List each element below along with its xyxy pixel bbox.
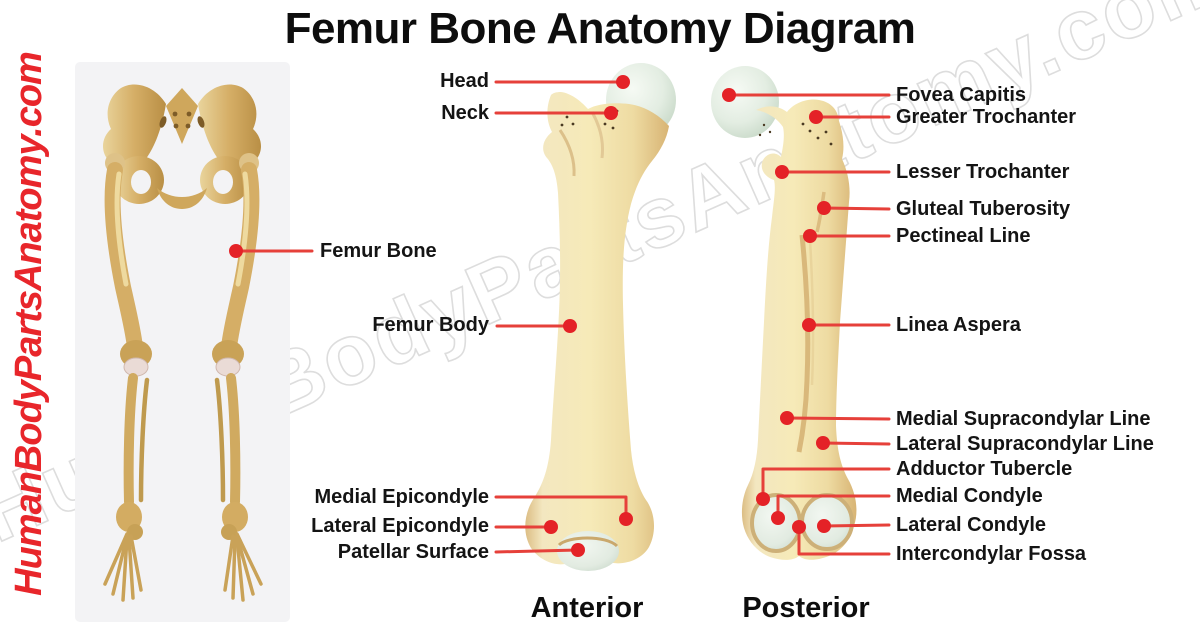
leader-line [797,525,891,556]
pelvis-illustration [102,84,262,209]
leader-dot [619,512,633,526]
leader-dot [802,318,816,332]
leader-dot [809,110,823,124]
leader-line [776,494,891,520]
lower-legs-illustration [103,373,263,602]
femur-shaft-anterior [525,92,669,567]
anatomy-label-lesser-trochanter: Lesser Trochanter [896,161,1070,183]
leader-line [785,416,891,421]
anatomy-label-patellar-surface: Patellar Surface [337,541,489,563]
femur-shaft-posterior [741,99,857,560]
leader-dot [817,519,831,533]
posterior-femur-illustration [711,66,857,560]
leader-dot [229,244,243,258]
leader-dot [792,520,806,534]
anatomy-label-linea-aspera: Linea Aspera [896,314,1021,336]
anatomy-label-medial-epicondyle: Medial Epicondyle [314,486,489,508]
anatomy-label-lateral-supracondylar-line: Lateral Supracondylar Line [896,433,1154,455]
femurs-illustration [104,153,260,377]
lower-limb-skeleton-illustration [102,84,263,602]
anatomy-label-neck: Neck [441,102,489,124]
anatomy-label-greater-trochanter: Greater Trochanter [896,106,1077,128]
anatomy-label-femur-bone: Femur Bone [320,240,437,262]
anatomy-label-adductor-tubercle: Adductor Tubercle [896,458,1073,480]
leader-line [494,495,628,521]
page-title: Femur Bone Anatomy Diagram [284,4,916,53]
anatomy-label-lateral-condyle: Lateral Condyle [896,514,1047,536]
anatomy-label-fovea-capitis: Fovea Capitis [896,84,1027,106]
anatomy-label-gluteal-tuberosity: Gluteal Tuberosity [896,198,1071,220]
leader-lines [229,75,891,557]
anatomy-label-medial-condyle: Medial Condyle [896,485,1043,507]
femur-head-posterior [711,66,779,138]
leader-line [822,206,891,211]
anterior-femur-illustration [525,63,676,571]
leader-dot [571,543,585,557]
leader-line [822,523,891,528]
leader-dot [775,165,789,179]
anatomy-label-femur-body: Femur Body [372,314,489,336]
anatomy-label-pectineal-line: Pectineal Line [896,225,1031,247]
skeleton-panel [75,62,290,622]
leader-dot [616,75,630,89]
leader-dot [817,201,831,215]
leader-dot [563,319,577,333]
leader-dot [604,106,618,120]
leader-line [761,467,891,501]
caption-anterior: Anterior [530,592,644,624]
caption-posterior: Posterior [742,592,870,624]
leader-line [494,548,580,554]
leader-dot [771,511,785,525]
leader-dot [722,88,736,102]
leader-dot [780,411,794,425]
leader-dot [544,520,558,534]
anatomy-label-medial-supracondylar-line: Medial Supracondylar Line [896,408,1151,430]
anatomy-label-lateral-epicondyle: Lateral Epicondyle [311,515,489,537]
linea-aspera-ridge [796,234,811,453]
anatomy-label-intercondylar-fossa: Intercondylar Fossa [896,543,1087,565]
anatomy-label-head: Head [440,70,489,92]
leader-line [821,441,891,446]
leader-dot [803,229,817,243]
leader-dot [756,492,770,506]
leader-dot [816,436,830,450]
